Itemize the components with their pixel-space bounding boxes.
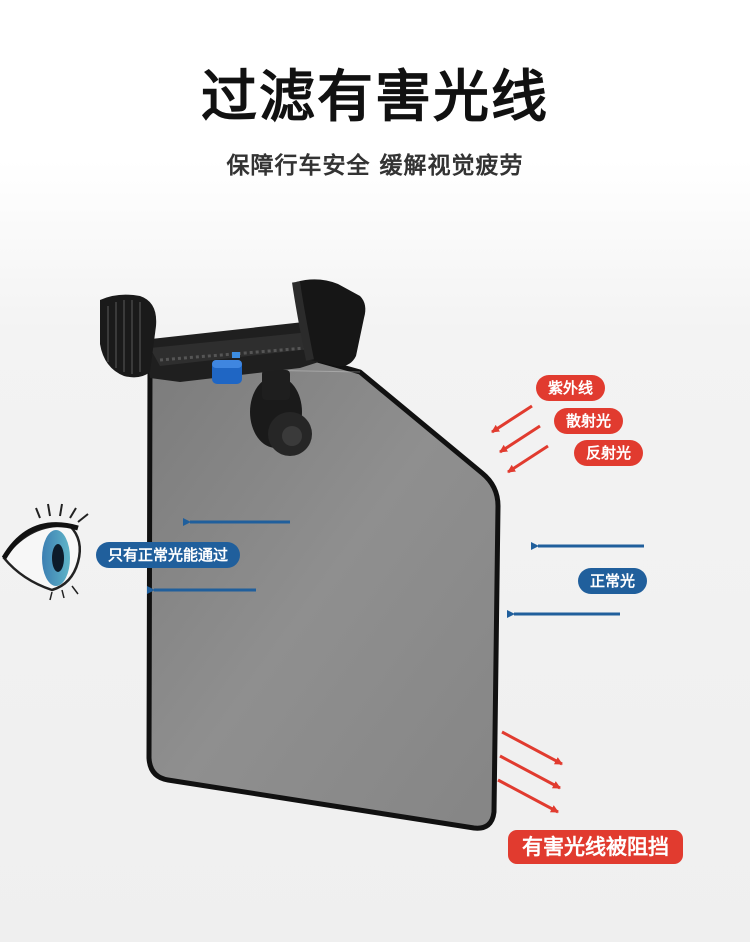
blocked-light-arrow bbox=[501, 730, 563, 766]
suction-mount-icon bbox=[250, 370, 312, 456]
label-harmful-blocked: 有害光线被阻挡 bbox=[508, 830, 683, 864]
harmful-light-arrow bbox=[499, 424, 541, 454]
eye-icon bbox=[1, 503, 89, 601]
harmful-light-arrow bbox=[507, 444, 549, 474]
label-uv: 紫外线 bbox=[536, 375, 606, 401]
label-only-normal-passes: 只有正常光能通过 bbox=[96, 542, 241, 568]
blocked-light-arrow bbox=[497, 778, 559, 814]
page-title: 过滤有害光线 bbox=[201, 65, 549, 130]
harmful-light-arrow bbox=[491, 404, 533, 434]
label-scattered: 散射光 bbox=[554, 408, 624, 434]
label-reflected: 反射光 bbox=[574, 440, 644, 466]
page-subtitle: 保障行车安全 缓解视觉疲劳 bbox=[226, 153, 524, 179]
label-normal-light: 正常光 bbox=[578, 568, 648, 594]
phone-holder-clamp-icon bbox=[100, 279, 366, 384]
visor-lens bbox=[146, 341, 501, 831]
blocked-light-arrow bbox=[499, 754, 561, 790]
